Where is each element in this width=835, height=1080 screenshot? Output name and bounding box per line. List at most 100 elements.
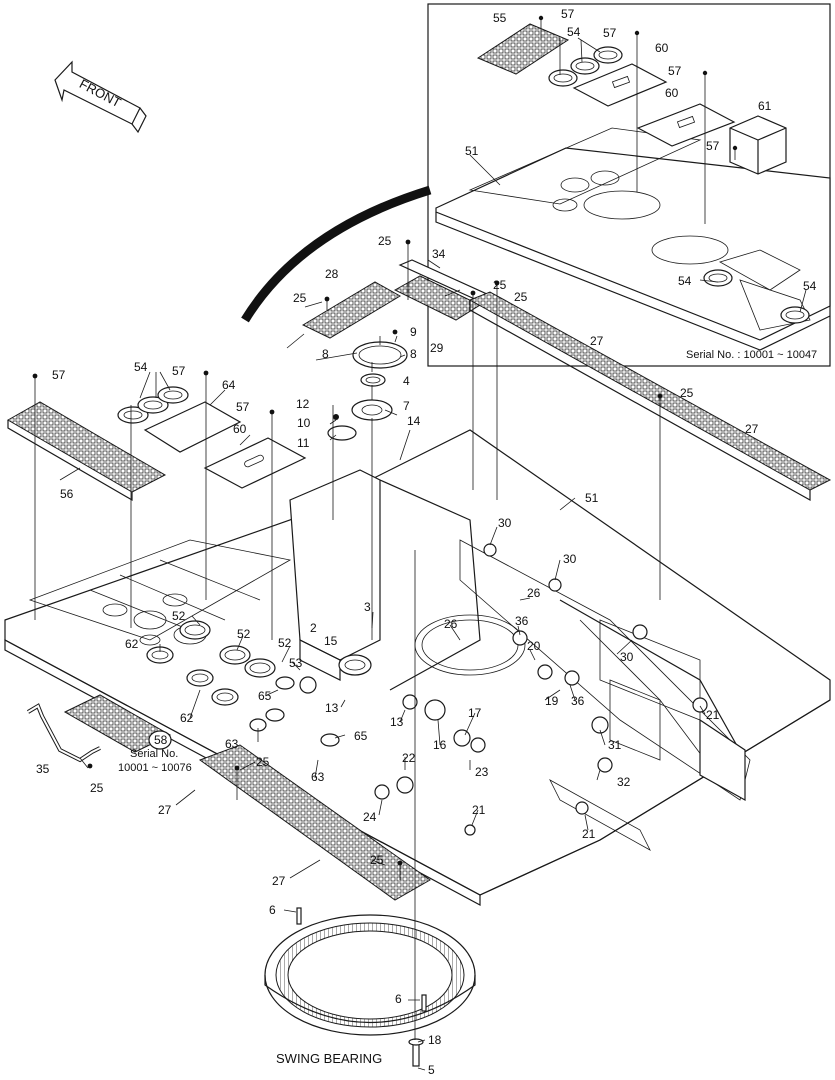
callout-25: 25 xyxy=(378,234,392,248)
grid-plate-27-bottom xyxy=(198,744,431,901)
callout-30: 30 xyxy=(620,650,634,664)
front-arrow: FRONT xyxy=(54,60,147,134)
callout-5: 5 xyxy=(428,1063,435,1077)
callout-60: 60 xyxy=(665,86,679,100)
grid-plate-28 xyxy=(301,281,401,339)
callout-19: 19 xyxy=(545,694,559,708)
callout-labels: 55 57 54 57 60 57 60 61 51 57 54 54 25 3… xyxy=(36,7,817,1077)
serial-badge-58: 58 xyxy=(154,733,168,747)
callout-10: 10 xyxy=(297,416,311,430)
callout-22: 22 xyxy=(402,751,416,765)
callout-54: 54 xyxy=(678,274,692,288)
callout-62: 62 xyxy=(180,711,194,725)
callout-18: 18 xyxy=(428,1033,442,1047)
leader-lines xyxy=(32,239,706,1071)
serial-note-line1: Serial No. xyxy=(130,748,178,760)
callout-25: 25 xyxy=(370,853,384,867)
callout-23: 23 xyxy=(475,765,489,779)
callout-57: 57 xyxy=(561,7,575,21)
callout-51: 51 xyxy=(465,144,479,158)
callout-57: 57 xyxy=(52,368,66,382)
callout-32: 32 xyxy=(617,775,631,789)
grid-plate-27-top-edge xyxy=(469,300,811,502)
grid-plate-27-top xyxy=(468,291,832,491)
callout-52: 52 xyxy=(278,636,292,650)
cover-64 xyxy=(143,401,242,453)
inset-box-61 xyxy=(729,115,787,175)
frame-bushings xyxy=(299,543,708,836)
callout-27: 27 xyxy=(590,334,604,348)
callout-60: 60 xyxy=(233,422,247,436)
callout-26: 26 xyxy=(527,586,541,600)
cover-60 xyxy=(203,437,307,489)
callout-57: 57 xyxy=(172,364,186,378)
callout-4: 4 xyxy=(403,374,410,388)
callout-52: 52 xyxy=(237,627,251,641)
callout-30: 30 xyxy=(498,516,512,530)
callout-14: 14 xyxy=(407,414,421,428)
callout-31: 31 xyxy=(608,738,622,752)
inset-frame-plate xyxy=(435,127,831,351)
callout-60: 60 xyxy=(655,41,669,55)
callout-26: 26 xyxy=(444,617,458,631)
callout-25: 25 xyxy=(680,386,694,400)
main-frame xyxy=(4,429,831,907)
callout-36: 36 xyxy=(515,614,529,628)
inset-connector-arc xyxy=(241,185,432,323)
callout-25: 25 xyxy=(293,291,307,305)
callout-8: 8 xyxy=(322,347,329,361)
grid-plate-56 xyxy=(6,401,167,493)
callout-34: 34 xyxy=(432,247,446,261)
callout-64: 64 xyxy=(222,378,236,392)
callout-16: 16 xyxy=(433,738,447,752)
callout-21: 21 xyxy=(706,708,720,722)
callout-51: 51 xyxy=(585,491,599,505)
callout-2: 2 xyxy=(310,621,317,635)
inset-grid-plate xyxy=(476,23,570,75)
callout-65: 65 xyxy=(354,729,368,743)
callout-57: 57 xyxy=(706,139,720,153)
serial-note-line2: 10001 ~ 10076 xyxy=(118,762,192,774)
callout-25: 25 xyxy=(493,278,507,292)
callout-54: 54 xyxy=(567,25,581,39)
callout-54: 54 xyxy=(803,279,817,293)
swing-bearing-caption: SWING BEARING xyxy=(276,1051,382,1066)
callout-25: 25 xyxy=(256,755,270,769)
grid-plate-58 xyxy=(63,694,172,753)
callout-21: 21 xyxy=(472,803,486,817)
callout-35: 35 xyxy=(36,762,50,776)
callout-21: 21 xyxy=(582,827,596,841)
callout-3: 3 xyxy=(364,600,371,614)
callout-54: 54 xyxy=(134,360,148,374)
shim-stack xyxy=(327,341,408,441)
callout-6: 6 xyxy=(269,903,276,917)
swing-bearing: SWING BEARING xyxy=(264,907,476,1067)
callout-28: 28 xyxy=(325,267,339,281)
callout-63: 63 xyxy=(225,737,239,751)
callout-27: 27 xyxy=(745,422,759,436)
callout-25: 25 xyxy=(90,781,104,795)
callout-57: 57 xyxy=(603,26,617,40)
callout-7: 7 xyxy=(403,399,410,413)
inset-detail: Serial No. : 10001 ~ 10047 xyxy=(427,3,831,367)
callout-24: 24 xyxy=(363,810,377,824)
callout-13: 13 xyxy=(390,715,404,729)
callout-20: 20 xyxy=(527,639,541,653)
callout-55: 55 xyxy=(493,11,507,25)
inset-seals-54 xyxy=(548,46,810,324)
callout-57: 57 xyxy=(668,64,682,78)
callout-56: 56 xyxy=(60,487,74,501)
callout-52: 52 xyxy=(172,609,186,623)
callout-15: 15 xyxy=(324,634,338,648)
grid-plates xyxy=(6,259,832,901)
callout-63: 63 xyxy=(311,770,325,784)
callout-36: 36 xyxy=(571,694,585,708)
callout-62: 62 xyxy=(125,637,139,651)
callout-29: 29 xyxy=(430,341,444,355)
callout-65: 65 xyxy=(258,689,272,703)
callout-6: 6 xyxy=(395,992,402,1006)
callout-57: 57 xyxy=(236,400,250,414)
callout-8: 8 xyxy=(410,347,417,361)
callout-61: 61 xyxy=(758,99,772,113)
